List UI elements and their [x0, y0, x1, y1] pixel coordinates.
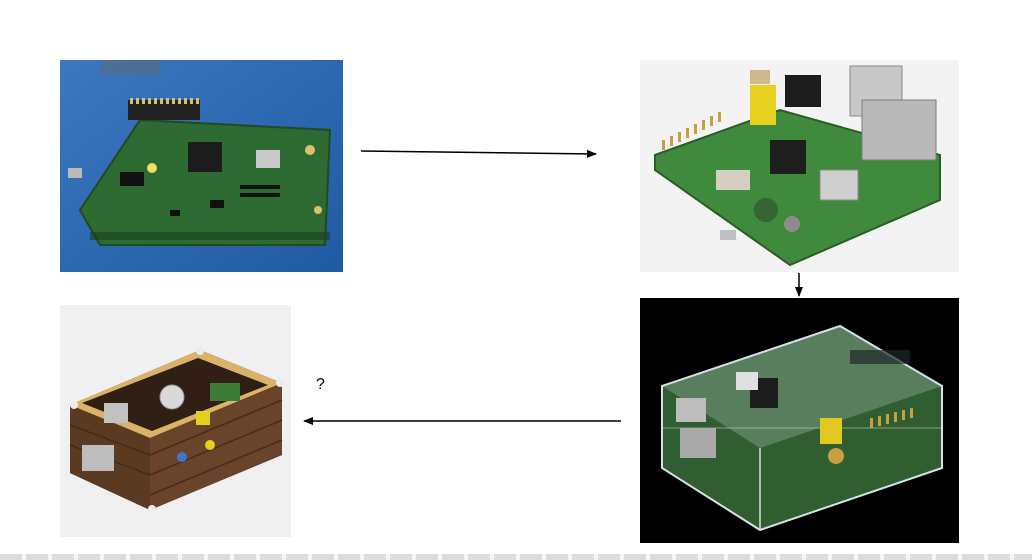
question-mark-label: ?	[316, 376, 325, 393]
wooden-case-photo	[60, 305, 291, 537]
model-b-board-photo	[640, 60, 959, 272]
arrow-right	[360, 149, 597, 158]
prototype-board-photo	[60, 60, 343, 272]
bottom-strip	[0, 554, 1032, 560]
clear-case-photo	[640, 298, 959, 543]
